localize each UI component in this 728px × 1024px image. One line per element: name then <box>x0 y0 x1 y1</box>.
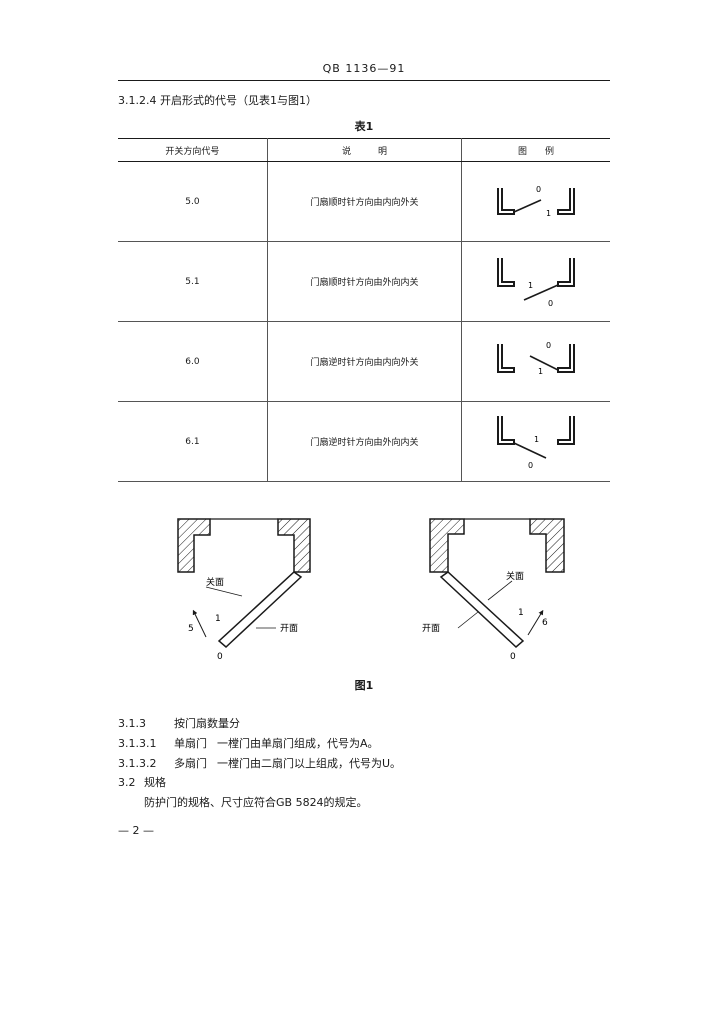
paragraph-3-1-3: 3.1.3 按门扇数量分 <box>118 715 240 731</box>
label-close-face: 关面 <box>206 576 224 588</box>
paragraph-number: 3.1.3 <box>118 717 146 730</box>
paragraph-text: 一樘门由单扇门组成，代号为A。 <box>217 737 379 750</box>
paragraph-number: 3.1.3.1 <box>118 737 157 750</box>
door-code-table: 开关方向代号 说 明 图 例 5.0 门扇顺时针方向由内向外关 0 1 <box>118 138 610 482</box>
row-illustration: 0 1 <box>461 321 610 402</box>
row-description: 门扇逆时针方向由外向内关 <box>267 401 463 482</box>
paragraph-3-1-3-2: 3.1.3.2 多扇门一樘门由二扇门以上组成，代号为U。 <box>118 755 401 771</box>
label-1: 1 <box>518 608 524 618</box>
row-code: 5.0 <box>118 161 268 242</box>
table-row: 5.1 门扇顺时针方向由外向内关 1 0 <box>118 241 610 322</box>
label-6: 6 <box>542 618 548 628</box>
table-row: 5.0 门扇顺时针方向由内向外关 0 1 <box>118 161 610 242</box>
row-code: 6.0 <box>118 321 268 402</box>
door-diagram-5-1: 1 0 <box>497 257 576 308</box>
column-header-illustration: 图 例 <box>461 138 610 162</box>
column-header-description: 说 明 <box>267 138 463 162</box>
paragraph-text: 一樘门由二扇门以上组成，代号为U。 <box>217 757 402 770</box>
door-diagram-6-1: 1 0 <box>497 415 576 470</box>
paragraph-number: 3.1.3.2 <box>118 757 157 770</box>
row-description: 门扇逆时针方向由内向外关 <box>267 321 463 402</box>
label-open: 0 <box>546 341 551 350</box>
row-illustration: 1 0 <box>461 401 610 482</box>
label-open-face: 开面 <box>280 623 298 634</box>
label-open-face: 开面 <box>422 623 440 634</box>
figure-caption: 图1 <box>354 679 374 692</box>
paragraph-term: 多扇门 <box>174 757 207 770</box>
column-header-code: 开关方向代号 <box>118 138 268 162</box>
row-code: 6.1 <box>118 401 268 482</box>
label-0: 0 <box>217 652 223 662</box>
paragraph-term: 单扇门 <box>174 737 207 750</box>
label-open: 0 <box>528 461 533 470</box>
figure-right: 关面 开面 6 1 0 <box>422 518 565 662</box>
paragraph-3-1-3-1: 3.1.3.1 单扇门一樘门由单扇门组成，代号为A。 <box>118 735 379 751</box>
paragraph-text: 按门扇数量分 <box>174 717 240 730</box>
paragraph-number: 3.2 <box>118 776 136 789</box>
label-close-face: 关面 <box>506 570 524 582</box>
table-header-row: 开关方向代号 说 明 图 例 <box>118 138 610 162</box>
row-illustration: 0 1 <box>461 161 610 242</box>
row-description: 门扇顺时针方向由外向内关 <box>267 241 463 322</box>
figure-1-diagrams: 关面 开面 5 1 0 关面 开面 6 1 0 <box>177 518 565 662</box>
label-closed: 1 <box>546 209 551 218</box>
row-description: 门扇顺时针方向由内向外关 <box>267 161 463 242</box>
label-closed: 1 <box>528 281 533 290</box>
door-diagram-6-0: 0 1 <box>497 341 576 376</box>
page-number: — 2 — <box>118 824 154 837</box>
body-text: 防护门的规格、尺寸应符合GB 5824的规定。 <box>144 796 368 809</box>
label-open: 0 <box>548 299 553 308</box>
label-closed: 1 <box>534 435 539 444</box>
row-code: 5.1 <box>118 241 268 322</box>
label-0: 0 <box>510 652 516 662</box>
table-row: 6.0 门扇逆时针方向由内向外关 0 1 <box>118 321 610 402</box>
label-1: 1 <box>215 614 221 624</box>
figure-left: 关面 开面 5 1 0 <box>177 518 311 662</box>
header-rule <box>118 80 610 81</box>
paragraph-text: 规格 <box>144 776 166 789</box>
door-diagram-5-0: 0 1 <box>497 185 576 218</box>
label-open: 0 <box>536 185 541 194</box>
table-row: 6.1 门扇逆时针方向由外向内关 1 0 <box>118 401 610 482</box>
label-5: 5 <box>188 624 194 634</box>
table-caption: 表1 <box>354 120 374 133</box>
document-code: QB 1136—91 <box>322 62 406 75</box>
paragraph-3-2: 3.2 规格 <box>118 774 166 790</box>
row-illustration: 1 0 <box>461 241 610 322</box>
label-closed: 1 <box>538 367 543 376</box>
section-title: 3.1.2.4 开启形式的代号（见表1与图1） <box>118 94 317 107</box>
